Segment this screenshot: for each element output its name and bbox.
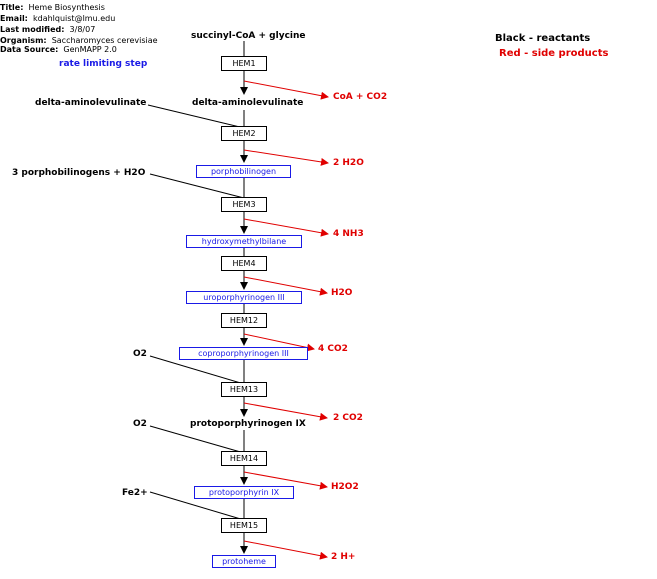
reactant-protoporphyrinogen-ix: protoporphyrinogen IX [190,419,306,429]
reactant-fe: Fe2+ [122,488,148,498]
gene-hem14[interactable]: HEM14 [221,451,267,466]
metabolite-porphobilinogen[interactable]: porphobilinogen [196,165,291,178]
reactant-ala-left: delta-aminolevulinate [35,98,147,108]
rate-limiting-label: rate limiting step [59,59,148,69]
legend-reactants: Black - reactants [495,33,591,44]
side-product-coa-co2: CoA + CO2 [333,92,388,102]
edge-fe-input [149,491,245,521]
gene-hem4[interactable]: HEM4 [221,256,267,271]
metabolite-coproporphyrinogen-iii[interactable]: coproporphyrinogen III [179,347,308,360]
gene-hem12[interactable]: HEM12 [221,313,267,328]
side-product-2-h: 2 H+ [331,552,356,562]
edge-side-h2o2 [243,471,328,490]
reactant-start: succinyl-CoA + glycine [191,31,306,41]
header-email: Email: kdahlquist@lmu.edu [0,14,116,23]
side-product-h2o: H2O [331,288,353,298]
gene-hem13[interactable]: HEM13 [221,382,267,397]
edge-o2a-input [149,355,245,385]
edge-side-h2o [243,276,328,296]
gene-hem2[interactable]: HEM2 [221,126,267,141]
edge-side-nh3 [243,218,329,237]
reactant-ala-center: delta-aminolevulinate [192,98,304,108]
gene-hem15[interactable]: HEM15 [221,518,267,533]
edge-o2b-input [149,425,245,454]
reactant-o2-b: O2 [133,419,147,429]
metabolite-protoheme[interactable]: protoheme [212,555,276,568]
header-organism: Organism: Saccharomyces cerevisiae [0,36,158,45]
edge-side-h2o-2 [243,149,329,166]
side-product-4-nh3: 4 NH3 [333,229,364,239]
header-modified: Last modified: 3/8/07 [0,25,96,34]
edge-side-co2-2 [243,402,328,421]
reactant-o2-a: O2 [133,349,147,359]
side-product-2-h2o: 2 H2O [333,158,364,168]
edge-side-co2-4 [243,333,315,352]
side-product-2-co2: 2 CO2 [333,413,363,423]
header-source: Data Source: GenMAPP 2.0 [0,45,117,54]
header-title: Title: Heme Biosynthesis [0,3,105,12]
edge-side-coa [243,80,329,100]
side-product-h2o2: H2O2 [331,482,359,492]
edge-side-h [243,540,328,560]
gene-hem1[interactable]: HEM1 [221,56,267,71]
edge-pbg-input [149,173,245,199]
side-product-4-co2: 4 CO2 [318,344,348,354]
reactant-pbg-left: 3 porphobilinogens + H2O [12,168,146,178]
gene-hem3[interactable]: HEM3 [221,197,267,212]
edge-ala-input [147,104,245,129]
metabolite-uroporphyrinogen-iii[interactable]: uroporphyrinogen III [186,291,302,304]
metabolite-hydroxymethylbilane[interactable]: hydroxymethylbilane [186,235,302,248]
legend-side-products: Red - side products [499,48,609,59]
metabolite-protoporphyrin-ix[interactable]: protoporphyrin IX [194,486,294,499]
